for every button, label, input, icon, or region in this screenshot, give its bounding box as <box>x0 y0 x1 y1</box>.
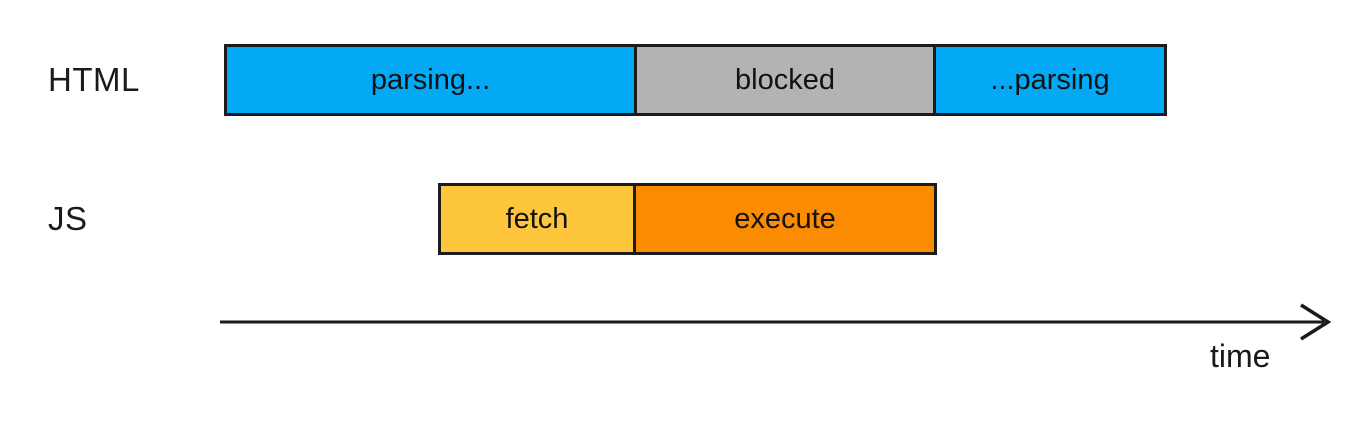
segment-execute: execute <box>633 183 937 255</box>
segment-parsing-before: parsing... <box>224 44 637 116</box>
time-axis-arrow <box>220 303 1332 341</box>
row-label-js: JS <box>48 200 88 237</box>
segment-blocked: blocked <box>634 44 936 116</box>
js-timeline-row: fetch execute <box>438 183 937 255</box>
segment-parsing-after: ...parsing <box>933 44 1167 116</box>
segment-fetch: fetch <box>438 183 636 255</box>
html-timeline-row: parsing... blocked ...parsing <box>224 44 1167 116</box>
arrowhead-icon <box>1300 303 1332 341</box>
row-label-html: HTML <box>48 61 140 98</box>
time-axis-label: time <box>1210 338 1271 374</box>
